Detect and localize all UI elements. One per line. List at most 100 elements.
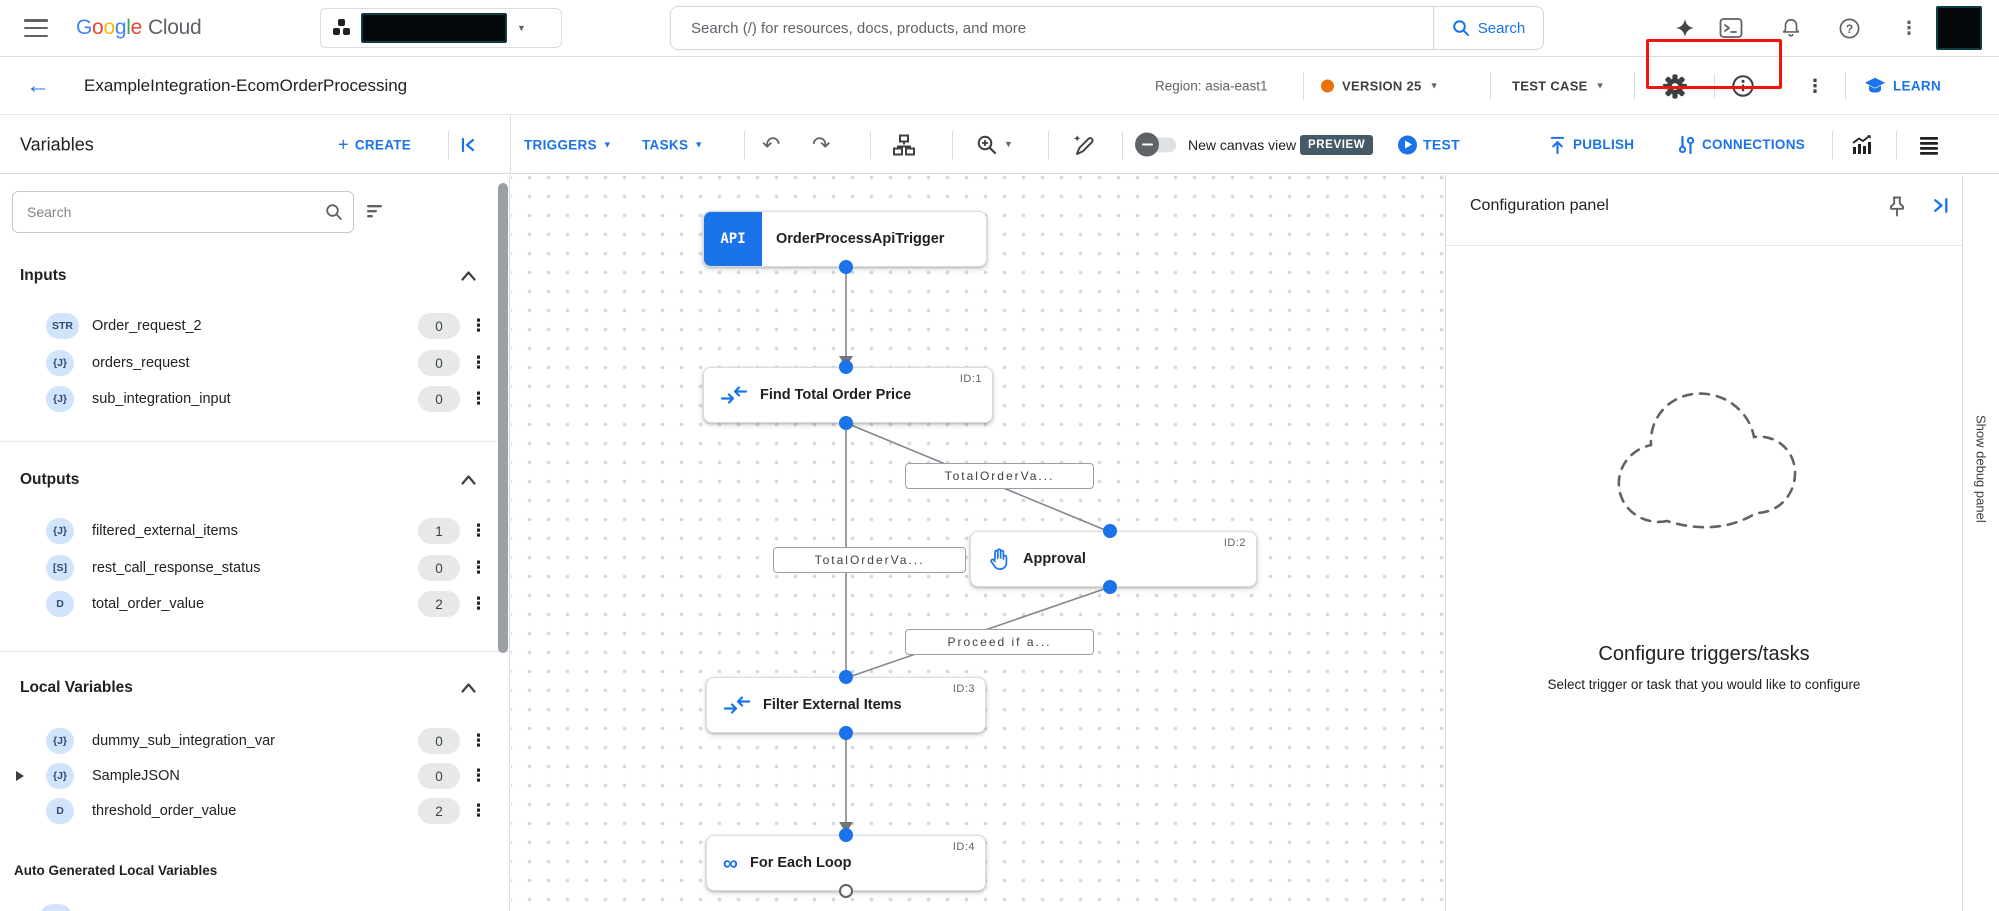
create-variable-button[interactable]: + CREATE — [338, 134, 411, 155]
variable-type-badge-partial — [40, 904, 72, 911]
connector-dot[interactable] — [839, 416, 853, 430]
connector-dot[interactable] — [839, 360, 853, 374]
connector-dot[interactable] — [839, 260, 853, 274]
avatar[interactable] — [1936, 6, 1982, 50]
variable-name: total_order_value — [92, 596, 205, 612]
notifications-bell-icon[interactable] — [1778, 15, 1804, 41]
connector-dot[interactable] — [839, 828, 853, 842]
sort-icon[interactable] — [366, 203, 386, 219]
node-order-process-api-trigger[interactable]: API OrderProcessApiTrigger — [703, 211, 987, 267]
variables-search-input[interactable] — [13, 204, 325, 220]
learn-school-icon — [1864, 77, 1886, 93]
more-options-icon[interactable]: ⋮ — [470, 558, 487, 577]
collapse-panel-right-icon[interactable] — [1930, 195, 1951, 216]
version-selector[interactable]: VERSION 25 ▼ — [1321, 79, 1439, 94]
undo-icon[interactable]: ↶ — [762, 131, 781, 157]
show-debug-panel-tab[interactable]: Show debug panel — [1962, 175, 1999, 911]
variable-name: orders_request — [92, 355, 190, 371]
more-options-icon[interactable]: ⋮ — [470, 316, 487, 335]
more-options-icon[interactable]: ⋮ — [470, 521, 487, 540]
variable-name: sub_integration_input — [92, 391, 231, 407]
chevron-up-icon[interactable] — [460, 473, 477, 486]
learn-button[interactable]: LEARN — [1864, 77, 1941, 96]
tasks-menu[interactable]: TASKS▼ — [642, 137, 703, 152]
project-name-redacted — [361, 13, 507, 43]
variable-row[interactable]: [S] rest_call_response_status 0 ⋮ — [0, 550, 496, 586]
connector-dot[interactable] — [1103, 524, 1117, 538]
show-debug-panel-label: Show debug panel — [1973, 415, 1989, 523]
expand-arrow-icon[interactable] — [16, 771, 24, 781]
global-search-input[interactable] — [671, 19, 1433, 37]
help-icon[interactable]: ? — [1836, 15, 1862, 41]
chevron-up-icon[interactable] — [460, 269, 477, 282]
node-for-each-loop[interactable]: ID:4 ∞ For Each Loop — [706, 835, 986, 891]
auto-layout-icon[interactable] — [892, 133, 916, 157]
redo-icon[interactable]: ↷ — [812, 131, 831, 157]
variable-row[interactable]: STR Order_request_2 0 ⋮ — [0, 308, 496, 344]
edge-label[interactable]: TotalOrderVa... — [773, 547, 966, 573]
connections-button[interactable]: CONNECTIONS — [1676, 134, 1805, 156]
data-mapping-icon — [723, 696, 751, 714]
variable-row[interactable]: {J} sub_integration_input 0 ⋮ — [0, 381, 496, 417]
connector-dot-end[interactable] — [839, 884, 853, 898]
more-options-icon[interactable]: ⋮ — [470, 731, 487, 750]
more-options-icon[interactable]: ⋮ — [470, 801, 487, 820]
node-label: Approval — [1023, 551, 1086, 567]
version-label: VERSION 25 — [1342, 78, 1422, 94]
info-icon[interactable] — [1730, 73, 1756, 99]
gemini-sparkle-icon[interactable] — [1672, 15, 1698, 41]
variable-count-badge: 0 — [418, 313, 460, 339]
caret-down-icon: ▼ — [517, 22, 526, 33]
more-options-icon[interactable]: ⋮ — [1806, 76, 1824, 96]
sidebar-scrollbar[interactable] — [498, 183, 508, 653]
menu-icon[interactable] — [24, 19, 48, 37]
new-canvas-toggle[interactable] — [1135, 132, 1176, 157]
edge-label[interactable]: TotalOrderVa... — [905, 463, 1094, 489]
search-button[interactable]: Search — [1433, 7, 1543, 49]
edge-label[interactable]: Proceed if a... — [905, 629, 1094, 655]
variable-row[interactable]: D threshold_order_value 2 ⋮ — [0, 793, 496, 829]
triggers-menu[interactable]: TRIGGERS▼ — [524, 137, 612, 152]
variable-name: dummy_sub_integration_var — [92, 733, 275, 749]
connector-dot[interactable] — [1103, 580, 1117, 594]
variable-row[interactable]: {J} orders_request 0 ⋮ — [0, 345, 496, 381]
variable-type-badge: {J} — [46, 386, 74, 412]
pin-icon[interactable] — [1886, 195, 1908, 219]
more-options-icon[interactable]: ⋮ — [470, 389, 487, 408]
more-options-icon[interactable]: ⋮ — [470, 353, 487, 372]
collapse-panel-left-icon[interactable] — [458, 135, 478, 155]
node-filter-external-items[interactable]: ID:3 Filter External Items — [706, 677, 986, 733]
zoom-in-icon — [977, 135, 997, 154]
settings-gear-icon[interactable] — [1662, 73, 1688, 99]
variable-row[interactable]: D total_order_value 2 ⋮ — [0, 586, 496, 622]
search-icon — [326, 204, 342, 220]
more-options-icon[interactable]: ⋮ — [470, 594, 487, 613]
global-search-bar: Search — [670, 6, 1544, 50]
project-selector[interactable]: ▼ — [320, 8, 562, 48]
publish-button[interactable]: PUBLISH — [1548, 135, 1634, 155]
connector-dot[interactable] — [839, 726, 853, 740]
back-arrow-icon[interactable]: ← — [26, 72, 50, 99]
node-approval[interactable]: ID:2 Approval — [970, 531, 1257, 587]
connector-dot[interactable] — [839, 670, 853, 684]
variable-type-badge: [S] — [46, 555, 74, 581]
cloud-shell-icon[interactable] — [1718, 15, 1744, 41]
variable-count-badge: 2 — [418, 798, 460, 824]
flow-canvas: API OrderProcessApiTrigger ID:1 Find Tot… — [511, 175, 1445, 911]
magic-edit-icon[interactable] — [1072, 133, 1096, 157]
more-options-icon[interactable]: ⋮ — [1900, 18, 1918, 38]
test-button[interactable]: TEST — [1398, 135, 1460, 154]
variable-row[interactable]: {J} filtered_external_items 1 ⋮ — [0, 513, 496, 549]
variable-name: threshold_order_value — [92, 803, 237, 819]
metrics-chart-icon[interactable] — [1850, 133, 1874, 157]
zoom-control[interactable]: ▼ — [976, 134, 1013, 156]
logs-list-icon[interactable] — [1918, 135, 1940, 155]
search-button-label: Search — [1477, 19, 1526, 37]
chevron-up-icon[interactable] — [460, 681, 477, 694]
node-find-total-order-price[interactable]: ID:1 Find Total Order Price — [703, 367, 993, 423]
variable-type-badge: D — [46, 591, 74, 617]
more-options-icon[interactable]: ⋮ — [470, 766, 487, 785]
variable-row[interactable]: {J} SampleJSON 0 ⋮ — [0, 758, 496, 794]
test-case-selector[interactable]: TEST CASE ▼ — [1512, 79, 1605, 94]
variable-row[interactable]: {J} dummy_sub_integration_var 0 ⋮ — [0, 723, 496, 759]
